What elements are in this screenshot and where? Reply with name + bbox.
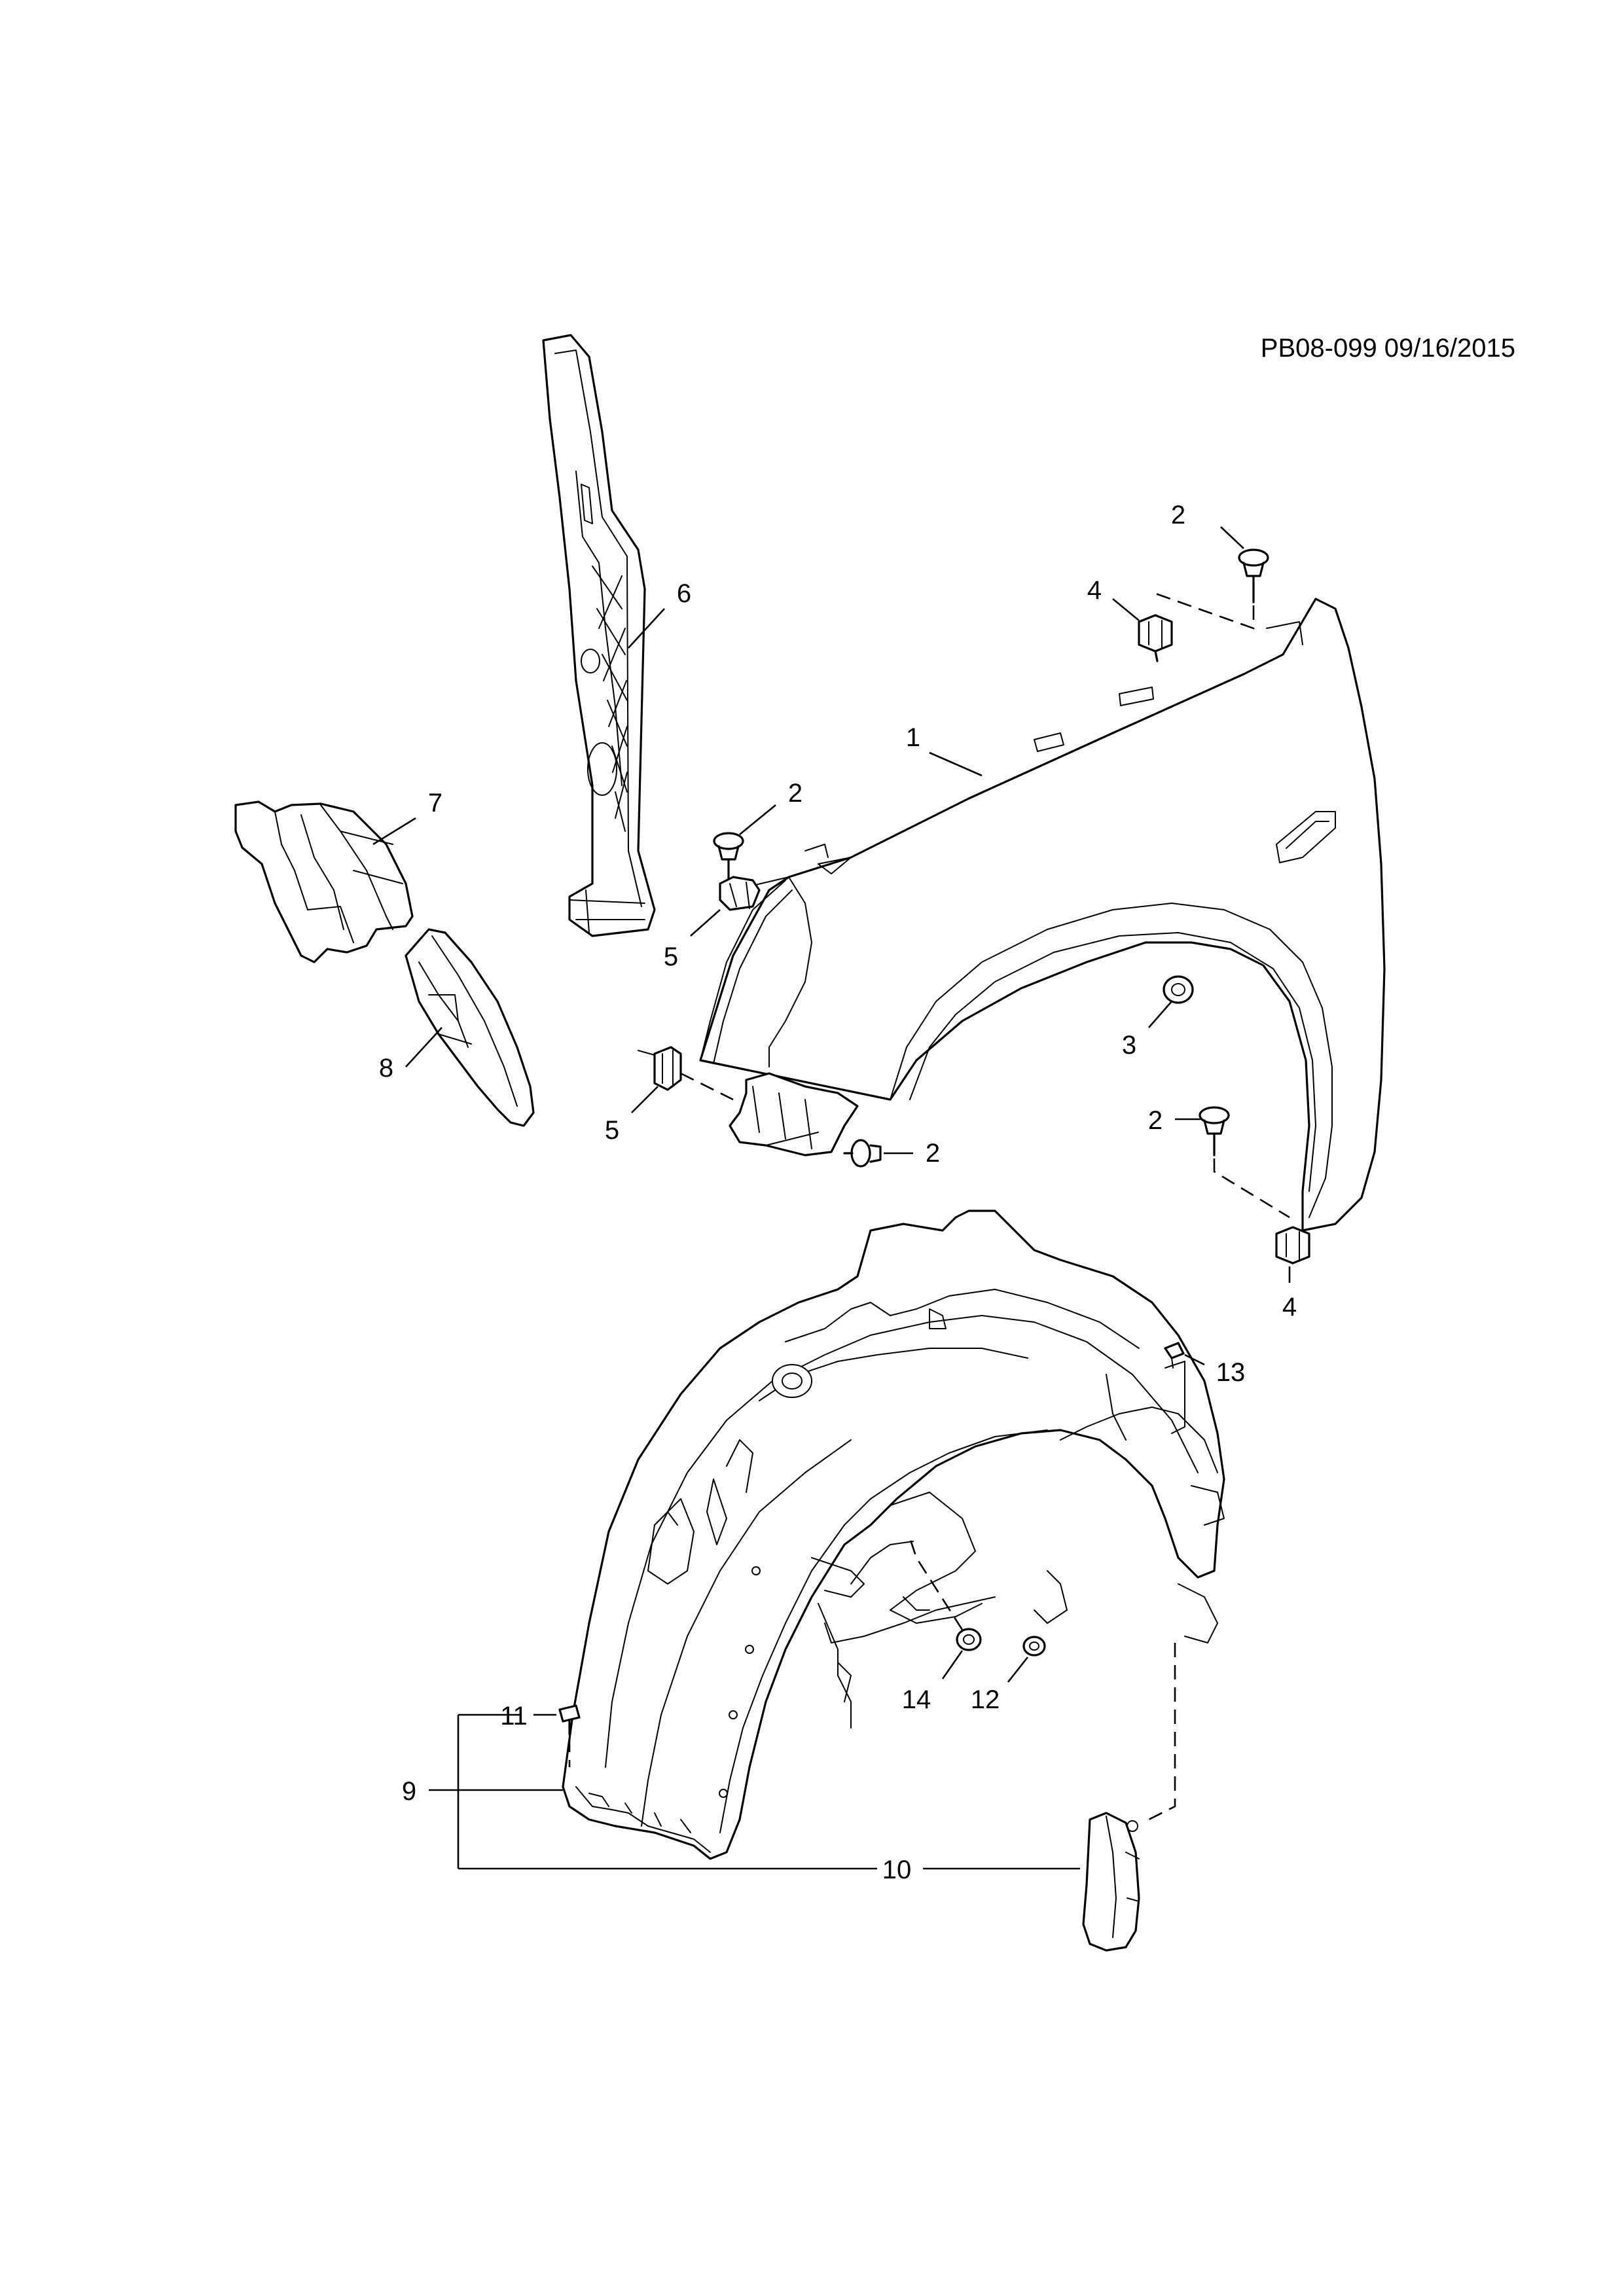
part-5-clip-lower <box>638 1046 682 1091</box>
callout-9: 9 <box>402 1777 416 1806</box>
part-6-vertical-bracket <box>542 334 656 937</box>
callout-10: 10 <box>882 1856 912 1884</box>
callout-4-bottom: 4 <box>1282 1293 1297 1321</box>
part-2-screw-center <box>713 832 744 882</box>
callout-11: 11 <box>500 1702 528 1731</box>
part-2-screw-top-right <box>1238 548 1269 603</box>
callout-2-top-right: 2 <box>1171 501 1185 529</box>
callout-2-lower-right: 2 <box>1148 1106 1163 1135</box>
callout-13: 13 <box>1216 1358 1246 1387</box>
part-4-clip-bottom <box>1275 1226 1310 1265</box>
callout-6: 6 <box>677 579 691 608</box>
part-10-liner-section <box>1082 1812 1140 1952</box>
callout-3: 3 <box>1122 1031 1136 1060</box>
part-8-bracket <box>405 928 535 1127</box>
part-3-grommet <box>1163 975 1194 1004</box>
part-1-fender <box>699 598 1386 1232</box>
callout-14: 14 <box>902 1685 931 1714</box>
callout-5-upper: 5 <box>664 942 678 971</box>
part-13-clip <box>1164 1342 1185 1369</box>
callout-12: 12 <box>971 1685 1000 1714</box>
part-12-grommet <box>1022 1636 1046 1657</box>
callout-4-top: 4 <box>1087 576 1102 605</box>
callout-7: 7 <box>428 789 442 817</box>
part-11-pin <box>558 1704 581 1736</box>
part-1-fender-bracket <box>729 1072 859 1157</box>
callout-2-center: 2 <box>788 779 803 808</box>
part-5-clip-upper <box>719 876 761 911</box>
part-14-nut <box>956 1628 982 1651</box>
part-2-screw-lower-bracket <box>843 1139 882 1168</box>
part-2-screw-lower-right <box>1199 1106 1230 1157</box>
part-9-wheelhouse-liner <box>562 1210 1225 1860</box>
callout-8: 8 <box>379 1054 393 1083</box>
callout-2-lower: 2 <box>926 1139 940 1168</box>
callout-5-lower: 5 <box>605 1116 619 1145</box>
part-7-bracket <box>234 800 414 963</box>
drawing-code: PB08-099 09/16/2015 <box>1261 334 1515 363</box>
callout-1: 1 <box>906 723 920 752</box>
part-4-clip-top <box>1138 614 1173 662</box>
